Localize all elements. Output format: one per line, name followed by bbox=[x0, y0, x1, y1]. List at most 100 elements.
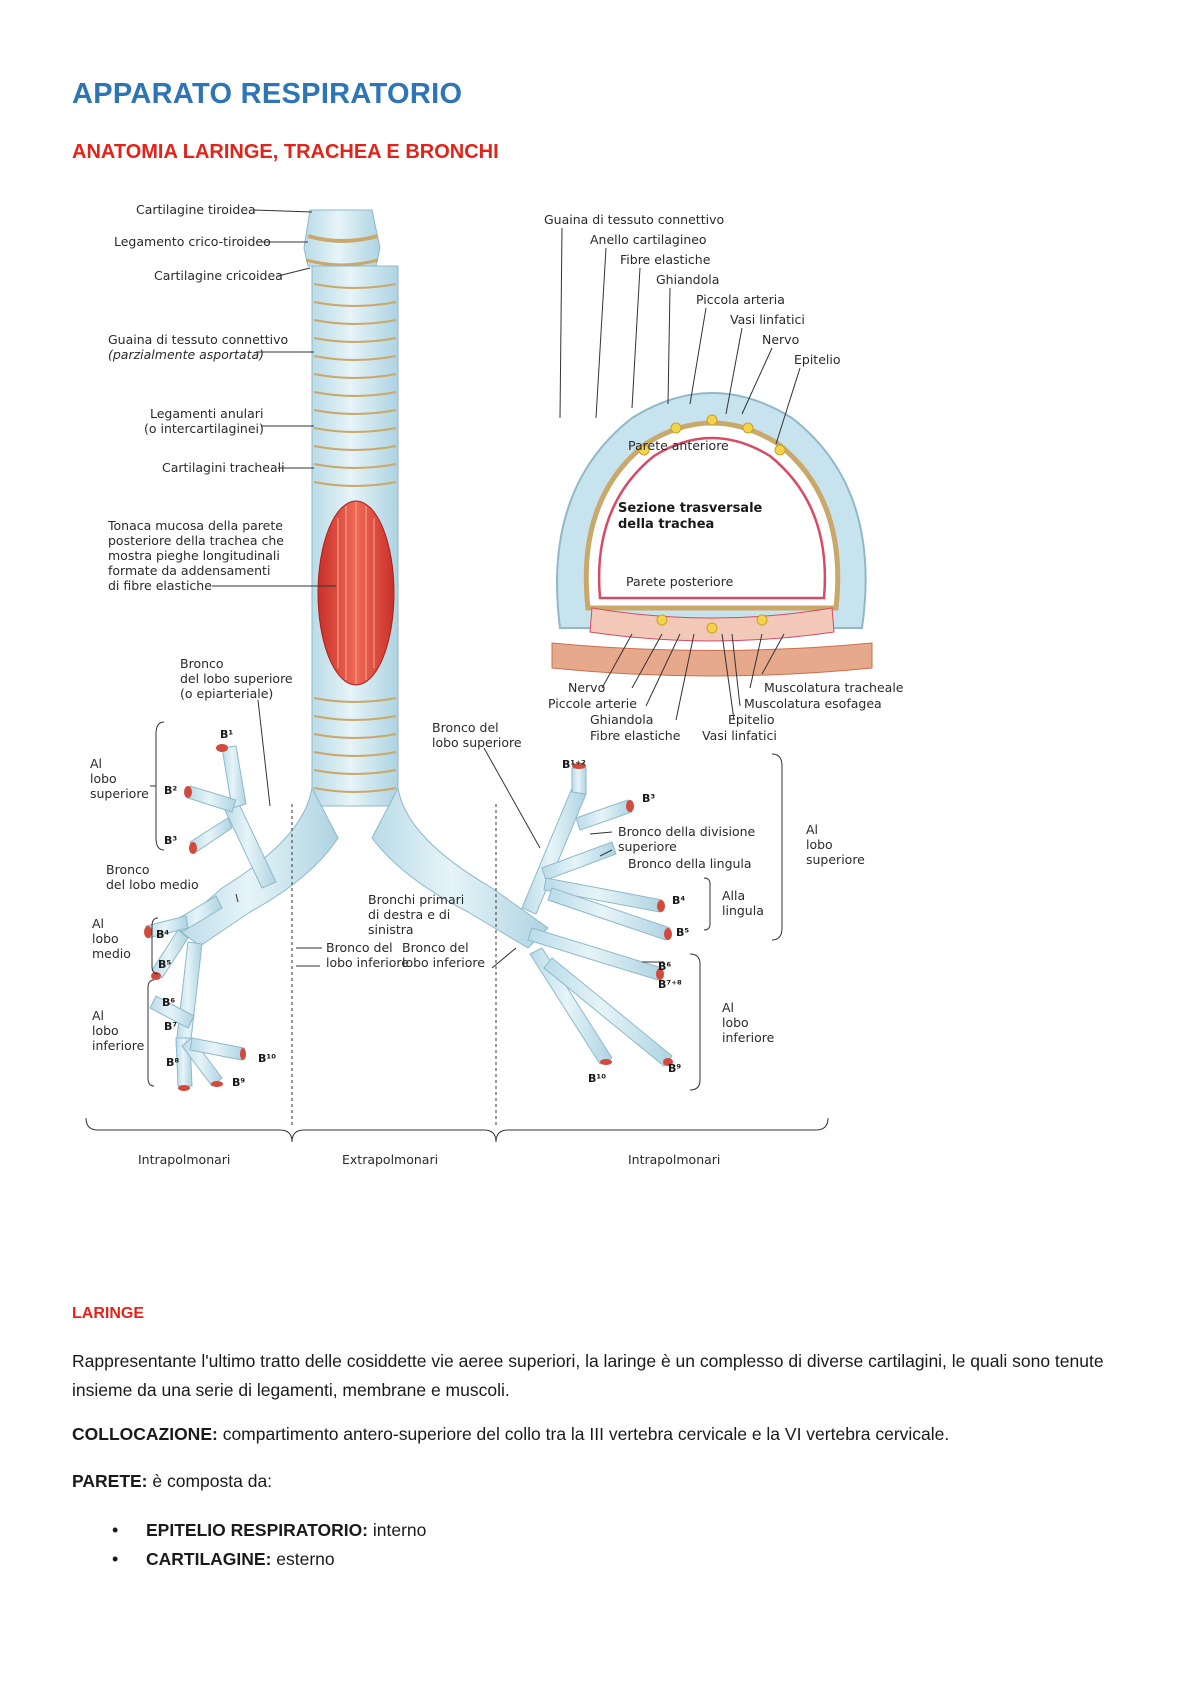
label-bronco-div-sup-1: Bronco della divisione bbox=[618, 824, 756, 839]
label-cs-vasi-linfatici: Vasi linfatici bbox=[730, 312, 805, 327]
label-bronco-inf-left-1: Bronco del bbox=[326, 940, 393, 955]
label-cs-b-ghiandola: Ghiandola bbox=[590, 712, 653, 727]
cross-section-drawing bbox=[551, 392, 873, 677]
trachea-leaders bbox=[212, 209, 664, 969]
label-cs-b-musc-tracheale: Muscolatura tracheale bbox=[764, 680, 904, 695]
cross-section-labels: Guaina di tessuto connettivo Anello cart… bbox=[544, 212, 904, 743]
label-cs-nervo: Nervo bbox=[762, 332, 799, 347]
bullet-icon: • bbox=[112, 1549, 119, 1569]
tracheal-cartilage-rings bbox=[313, 283, 397, 793]
label-alla-lingula-1: Alla bbox=[722, 888, 745, 903]
seg-b3: B³ bbox=[164, 834, 177, 847]
label-bronchi-primari-2: di destra e di bbox=[368, 907, 450, 922]
label-bronco-sup-3: (o epiarteriale) bbox=[180, 686, 273, 701]
label-bronco-lingula: Bronco della lingula bbox=[628, 856, 752, 871]
label-cs-sezione-1: Sezione trasversale bbox=[618, 501, 763, 516]
label-cs-guaina: Guaina di tessuto connettivo bbox=[544, 212, 724, 227]
label-cartilagine-cricoidea: Cartilagine cricoidea bbox=[154, 268, 283, 283]
label-al-lobo-inf-3: inferiore bbox=[92, 1038, 145, 1053]
label-bronco-inf-r-2: lobo inferiore bbox=[402, 955, 485, 970]
parete-list: •EPITELIO RESPIRATORIO: interno •CARTILA… bbox=[72, 1516, 426, 1574]
label-legamento-crico-tiroideo: Legamento crico-tiroideo bbox=[114, 234, 271, 249]
label-bronco-inf-r-1: Bronco del bbox=[402, 940, 469, 955]
lobe-brackets bbox=[147, 721, 783, 1091]
list-item-label: CARTILAGINE: bbox=[146, 1549, 272, 1569]
seg-r-b4: B⁴ bbox=[672, 894, 685, 907]
label-legamenti-2: (o intercartilaginei) bbox=[144, 421, 264, 436]
label-cs-fibre: Fibre elastiche bbox=[620, 252, 711, 267]
label-al-lobo-inf-1: Al bbox=[92, 1008, 104, 1023]
label-cs-b-fibre: Fibre elastiche bbox=[590, 728, 681, 743]
label-al-lobo-sup-1: Al bbox=[90, 756, 102, 771]
label-bronco-sup-2: del lobo superiore bbox=[180, 671, 293, 686]
label-cs-b-nervo: Nervo bbox=[568, 680, 605, 695]
seg-r-b78: B⁷⁺⁸ bbox=[658, 978, 682, 991]
label-al-lobo-sup-r-2: lobo bbox=[806, 837, 833, 852]
label-al-lobo-sup-2: lobo bbox=[90, 771, 117, 786]
label-al-lobo-sup-r-1: Al bbox=[806, 822, 818, 837]
label-tonaca-5: di fibre elastiche bbox=[108, 578, 212, 593]
left-lung-labels: Bronco del lobo superiore Bronco della d… bbox=[402, 720, 865, 1045]
list-item: •EPITELIO RESPIRATORIO: interno bbox=[72, 1516, 426, 1545]
region-left: Intrapolmonari bbox=[138, 1152, 230, 1167]
label-cs-anello: Anello cartilagineo bbox=[590, 232, 707, 247]
label-legamenti-1: Legamenti anulari bbox=[150, 406, 263, 421]
label-al-lobo-inf-r-2: lobo bbox=[722, 1015, 749, 1030]
label-cs-b-vasi: Vasi linfatici bbox=[702, 728, 777, 743]
label-bronco-inf-left-2: lobo inferiore bbox=[326, 955, 409, 970]
seg-r-b3: B³ bbox=[642, 792, 655, 805]
label-al-lobo-medio-3: medio bbox=[92, 946, 131, 961]
list-item-label: EPITELIO RESPIRATORIO: bbox=[146, 1520, 369, 1540]
label-cartilagini-tracheali: Cartilagini tracheali bbox=[162, 460, 285, 475]
list-item: •CARTILAGINE: esterno bbox=[72, 1545, 426, 1574]
region-labels: Intrapolmonari Extrapolmonari Intrapolmo… bbox=[138, 1152, 720, 1167]
label-tonaca-3: mostra pieghe longitudinali bbox=[108, 548, 280, 563]
label-al-lobo-inf-2: lobo bbox=[92, 1023, 119, 1038]
label-bronco-sup-r-2: lobo superiore bbox=[432, 735, 522, 750]
label-alla-lingula-2: lingula bbox=[722, 903, 764, 918]
parete-label: PARETE: bbox=[72, 1471, 148, 1491]
document-title: APPARATO RESPIRATORIO bbox=[72, 78, 463, 110]
collocazione-paragraph: COLLOCAZIONE: compartimento antero-super… bbox=[72, 1420, 1132, 1449]
label-bronco-div-sup-2: superiore bbox=[618, 839, 677, 854]
bullet-icon: • bbox=[112, 1520, 119, 1540]
document-subtitle: ANATOMIA LARINGE, TRACHEA E BRONCHI bbox=[72, 141, 499, 163]
label-cs-parete-anteriore: Parete anteriore bbox=[628, 438, 729, 453]
label-al-lobo-sup-3: superiore bbox=[90, 786, 149, 801]
seg-b1: B¹ bbox=[220, 728, 233, 741]
label-bronco-sup-1: Bronco bbox=[180, 656, 224, 671]
section-heading: LARINGE bbox=[72, 1305, 144, 1322]
seg-r-b5: B⁵ bbox=[676, 926, 689, 939]
seg-r-b10: B¹⁰ bbox=[588, 1072, 606, 1085]
cross-section-leaders bbox=[559, 227, 801, 721]
label-cs-piccola-arteria: Piccola arteria bbox=[696, 292, 785, 307]
label-cs-sezione-2: della trachea bbox=[618, 517, 714, 532]
seg-b6: B⁶ bbox=[162, 996, 175, 1009]
collocazione-label: COLLOCAZIONE: bbox=[72, 1424, 218, 1444]
label-al-lobo-inf-r-1: Al bbox=[722, 1000, 734, 1015]
label-bronchi-primari-1: Bronchi primari bbox=[368, 892, 464, 907]
label-bronco-medio-1: Bronco bbox=[106, 862, 150, 877]
seg-b5: B⁵ bbox=[158, 958, 171, 971]
seg-b2: B² bbox=[164, 784, 177, 797]
seg-b4: B⁴ bbox=[156, 928, 169, 941]
label-bronco-sup-r-1: Bronco del bbox=[432, 720, 499, 735]
label-bronco-medio-2: del lobo medio bbox=[106, 877, 199, 892]
region-middle: Extrapolmonari bbox=[342, 1152, 438, 1167]
intro-paragraph: Rappresentante l'ultimo tratto delle cos… bbox=[72, 1351, 1104, 1400]
collocazione-text: compartimento antero-superiore del collo… bbox=[217, 1424, 950, 1444]
label-cs-b-musc-esofagea: Muscolatura esofagea bbox=[744, 696, 882, 711]
region-braces bbox=[85, 804, 829, 1143]
seg-r-b9: B⁹ bbox=[668, 1062, 681, 1075]
seg-r-b6: B⁶ bbox=[658, 960, 671, 973]
bronchus-ends bbox=[144, 744, 673, 1091]
label-al-lobo-medio-2: lobo bbox=[92, 931, 119, 946]
seg-r-b12: B¹⁺² bbox=[562, 758, 586, 771]
label-guaina-1: Guaina di tessuto connettivo bbox=[108, 332, 288, 347]
label-tonaca-2: posteriore della trachea che bbox=[108, 533, 284, 548]
trachea-drawing bbox=[144, 209, 673, 1091]
seg-b7: B⁷ bbox=[164, 1020, 177, 1033]
label-bronchi-primari-3: sinistra bbox=[368, 922, 414, 937]
region-right: Intrapolmonari bbox=[628, 1152, 720, 1167]
